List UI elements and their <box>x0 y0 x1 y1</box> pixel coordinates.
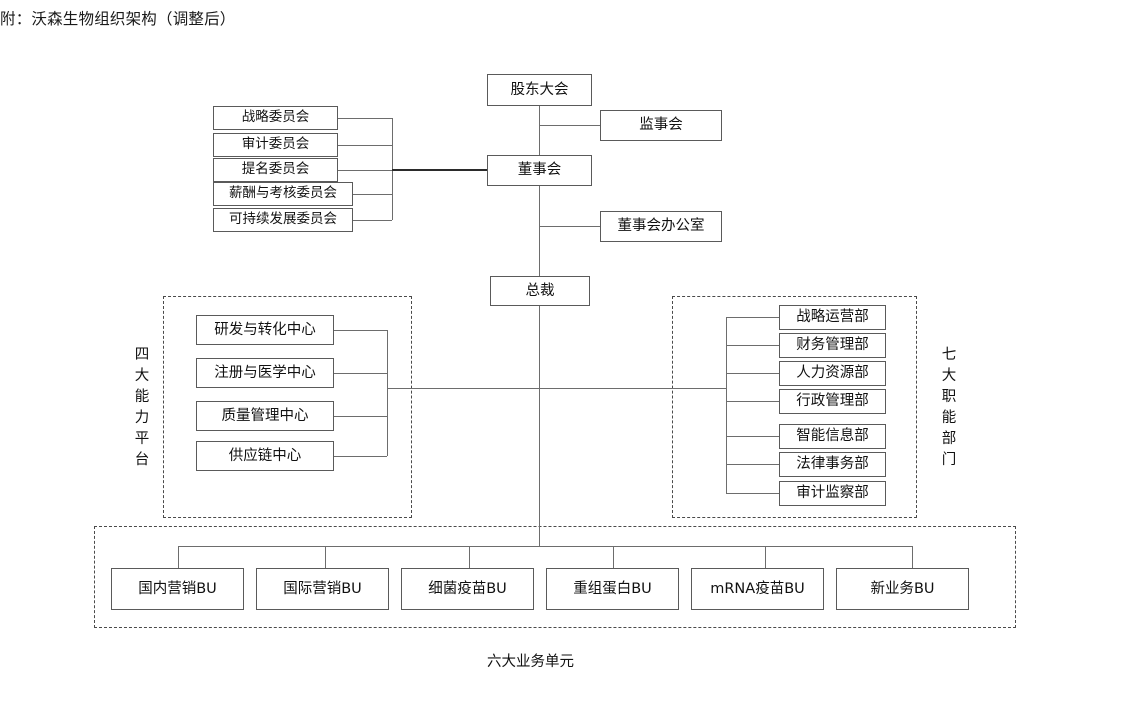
node-department-legal[interactable]: 法律事务部 <box>779 452 886 477</box>
group-box-business-units <box>94 526 1016 628</box>
node-supervisory-board[interactable]: 监事会 <box>600 110 722 141</box>
node-platform-rd[interactable]: 研发与转化中心 <box>196 315 334 345</box>
node-committee-strategy[interactable]: 战略委员会 <box>213 106 338 130</box>
node-department-audit-supervision[interactable]: 审计监察部 <box>779 481 886 506</box>
page-title: 附：沃森生物组织架构（调整后） <box>0 10 236 28</box>
connector-department-hr-stub <box>726 373 779 374</box>
connector-shareholders-to-board <box>539 106 540 155</box>
node-bu-new-business[interactable]: 新业务BU <box>836 568 969 610</box>
connector-department-bus <box>726 317 727 493</box>
connector-bu-drop-4 <box>765 546 766 568</box>
connector-platform-registration-stub <box>334 373 387 374</box>
departments-side-label-char-3: 能 <box>941 410 957 426</box>
connector-platform-rd-stub <box>334 330 387 331</box>
platforms-side-label-char-3: 力 <box>134 410 150 426</box>
node-department-administration[interactable]: 行政管理部 <box>779 389 886 414</box>
departments-side-label: 七 大 职 能 部 门 <box>938 345 960 471</box>
connector-board-to-president <box>539 186 540 276</box>
connector-platform-supply-chain-stub <box>334 456 387 457</box>
connector-board-to-supervisory <box>539 125 600 126</box>
connector-bu-drop-5 <box>912 546 913 568</box>
departments-side-label-char-5: 门 <box>941 452 957 468</box>
node-committee-audit[interactable]: 审计委员会 <box>213 133 338 157</box>
connector-main-horizontal-trunk <box>387 388 726 389</box>
node-bu-domestic-marketing[interactable]: 国内营销BU <box>111 568 244 610</box>
departments-side-label-char-1: 大 <box>941 368 957 384</box>
node-board-office[interactable]: 董事会办公室 <box>600 211 722 242</box>
connector-bu-drop-2 <box>469 546 470 568</box>
node-bu-bacterial-vaccine[interactable]: 细菌疫苗BU <box>401 568 534 610</box>
connector-department-administration-stub <box>726 401 779 402</box>
connector-board-to-board-office <box>539 226 600 227</box>
business-units-caption: 六大业务单元 <box>487 654 574 670</box>
connector-committee-compensation-stub <box>353 194 392 195</box>
connector-committee-strategy-stub <box>338 118 392 119</box>
node-committee-sustainability[interactable]: 可持续发展委员会 <box>213 208 353 232</box>
node-platform-registration[interactable]: 注册与医学中心 <box>196 358 334 388</box>
connector-platform-bus <box>387 330 388 456</box>
node-department-finance[interactable]: 财务管理部 <box>779 333 886 358</box>
connector-platform-quality-stub <box>334 416 387 417</box>
group-box-departments <box>672 296 917 518</box>
node-shareholders-meeting[interactable]: 股东大会 <box>487 74 592 106</box>
node-department-strategy-operations[interactable]: 战略运营部 <box>779 305 886 330</box>
connector-committee-audit-stub <box>338 145 392 146</box>
node-platform-supply-chain[interactable]: 供应链中心 <box>196 441 334 471</box>
departments-side-label-char-0: 七 <box>941 347 957 363</box>
node-bu-international-marketing[interactable]: 国际营销BU <box>256 568 389 610</box>
connector-committee-sustainability-stub <box>353 220 392 221</box>
group-box-platforms <box>163 296 412 518</box>
connector-department-finance-stub <box>726 345 779 346</box>
departments-side-label-char-4: 部 <box>941 431 957 447</box>
connector-department-legal-stub <box>726 464 779 465</box>
platforms-side-label-char-4: 平 <box>134 431 150 447</box>
node-president[interactable]: 总裁 <box>490 276 590 306</box>
platforms-side-label: 四 大 能 力 平 台 <box>131 345 153 471</box>
connector-bu-drop-0 <box>178 546 179 568</box>
connector-department-audit-supervision-stub <box>726 493 779 494</box>
node-department-smart-information[interactable]: 智能信息部 <box>779 424 886 449</box>
platforms-side-label-char-2: 能 <box>134 389 150 405</box>
node-bu-recombinant-protein[interactable]: 重组蛋白BU <box>546 568 679 610</box>
node-committee-nomination[interactable]: 提名委员会 <box>213 158 338 182</box>
connector-bu-bar <box>178 546 913 547</box>
platforms-side-label-char-1: 大 <box>134 368 150 384</box>
departments-side-label-char-2: 职 <box>941 389 957 405</box>
node-platform-quality[interactable]: 质量管理中心 <box>196 401 334 431</box>
connector-bu-drop-3 <box>613 546 614 568</box>
connector-department-strategy-operations-stub <box>726 317 779 318</box>
node-bu-mrna-vaccine[interactable]: mRNA疫苗BU <box>691 568 824 610</box>
connector-department-smart-information-stub <box>726 436 779 437</box>
platforms-side-label-char-0: 四 <box>134 347 150 363</box>
connector-committee-nomination-stub <box>338 170 392 171</box>
node-committee-compensation[interactable]: 薪酬与考核委员会 <box>213 182 353 206</box>
connector-president-trunk <box>539 306 540 546</box>
connector-bu-drop-1 <box>325 546 326 568</box>
node-board-of-directors[interactable]: 董事会 <box>487 155 592 186</box>
node-department-hr[interactable]: 人力资源部 <box>779 361 886 386</box>
platforms-side-label-char-5: 台 <box>134 452 150 468</box>
connector-committees-to-board <box>392 169 487 171</box>
